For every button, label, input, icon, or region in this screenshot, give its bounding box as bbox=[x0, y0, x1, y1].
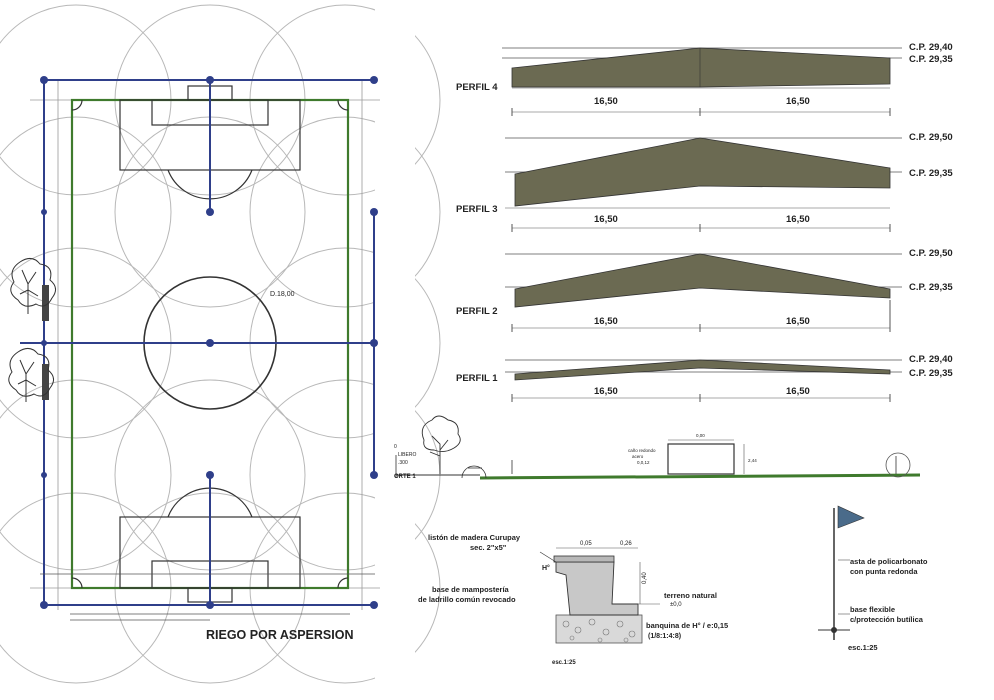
field-plan: D.18,00 RIEGO POR ASPERSION bbox=[0, 0, 441, 700]
base-flex-label-1: base flexible bbox=[850, 605, 895, 614]
flag-scale: esc.1:25 bbox=[848, 643, 878, 652]
base-label-2: de ladrillo común revocado bbox=[418, 595, 516, 604]
profile-name: PERFIL 4 bbox=[456, 82, 498, 93]
flag-icon bbox=[837, 505, 865, 529]
dim-right: 0,26 bbox=[620, 541, 632, 547]
terrain-level: ±0,0 bbox=[670, 602, 682, 608]
terrain-label: terreno natural bbox=[664, 591, 717, 600]
profile-right-dim: 16,50 bbox=[786, 96, 810, 107]
base-label-1: base de mampostería bbox=[432, 585, 510, 594]
level-label-2: .300 bbox=[398, 460, 408, 466]
bench-bottom bbox=[42, 364, 49, 400]
bench-top bbox=[42, 285, 49, 321]
note-dim: 0,0,12 bbox=[637, 460, 650, 465]
profile-side-label: C.P. 29,35 bbox=[909, 168, 953, 179]
banquina-label: banquina de H° / e:0,15 bbox=[646, 621, 728, 630]
profile-name: PERFIL 1 bbox=[456, 373, 498, 384]
profile-top-label: C.P. 29,50 bbox=[909, 132, 953, 143]
plan-title: RIEGO POR ASPERSION bbox=[206, 628, 353, 642]
mix-label: (1/8:1:4:8) bbox=[648, 633, 681, 640]
h-label: H° bbox=[542, 564, 550, 572]
profile-name: PERFIL 2 bbox=[456, 306, 498, 317]
sprinkler-heads bbox=[40, 76, 378, 609]
profile-2: PERFIL 2 C.P. 29,50 C.P. 29,35 16,50 16,… bbox=[456, 248, 953, 332]
goal-section bbox=[667, 443, 735, 475]
profile-top-label: C.P. 29,40 bbox=[909, 42, 953, 53]
profile-left-dim: 16,50 bbox=[594, 96, 618, 107]
profile-left-dim: 16,50 bbox=[594, 214, 618, 225]
profile-left-dim: 16,50 bbox=[594, 316, 618, 327]
profile-side-label: C.P. 29,35 bbox=[909, 368, 953, 379]
wood-strip-label: listón de madera Curupay bbox=[428, 533, 521, 542]
curb-detail: listón de madera Curupay sec. 2"x5" 0,05… bbox=[418, 533, 728, 666]
goal-width: 0,00 bbox=[696, 433, 705, 438]
height-dim: 0,40 bbox=[642, 572, 648, 584]
pole-label-2: con punta redonda bbox=[850, 567, 918, 576]
profile-4: PERFIL 4 C.P. 29,40 C.P. 29,35 16,50 16,… bbox=[456, 42, 953, 116]
note-1: caño redondo bbox=[628, 448, 656, 453]
profile-right-dim: 16,50 bbox=[786, 214, 810, 225]
circle-dimension-label: D.18,00 bbox=[270, 291, 295, 298]
svg-text:0: 0 bbox=[394, 444, 397, 450]
profile-1: PERFIL 1 C.P. 29,40 C.P. 29,35 16,50 16,… bbox=[456, 354, 953, 402]
level-label-1: LIBERO bbox=[398, 452, 416, 458]
profile-left-dim: 16,50 bbox=[594, 386, 618, 397]
pole-label-1: asta de policarbonato bbox=[850, 557, 928, 566]
profile-right-dim: 16,50 bbox=[786, 316, 810, 327]
tree-icon bbox=[421, 415, 461, 474]
curb-scale: esc.1:25 bbox=[552, 660, 576, 666]
dim-left: 0,05 bbox=[580, 541, 592, 547]
profile-name: PERFIL 3 bbox=[456, 204, 498, 215]
tree-icon bbox=[8, 348, 54, 402]
cross-section: 0 LIBERO .300 ORTE 1 caño redondo acero … bbox=[394, 415, 921, 480]
profiles: PERFIL 4 C.P. 29,40 C.P. 29,35 16,50 16,… bbox=[456, 42, 953, 402]
wood-strip-section: sec. 2"x5" bbox=[470, 543, 507, 552]
section-label: ORTE 1 bbox=[394, 474, 416, 480]
profile-top-label: C.P. 29,40 bbox=[909, 354, 953, 365]
profile-side-label: C.P. 29,35 bbox=[909, 282, 953, 293]
profile-top-label: C.P. 29,50 bbox=[909, 248, 953, 259]
profile-3: PERFIL 3 C.P. 29,50 C.P. 29,35 16,50 16,… bbox=[456, 132, 953, 232]
base-flex-label-2: c/protección butílica bbox=[850, 615, 924, 624]
profile-right-dim: 16,50 bbox=[786, 386, 810, 397]
profile-side-label: C.P. 29,35 bbox=[909, 54, 953, 65]
note-2: acero bbox=[632, 454, 644, 459]
goal-height: 2,44 bbox=[748, 458, 757, 463]
flag-detail: asta de policarbonato con punta redonda … bbox=[818, 505, 928, 652]
tree-icon bbox=[10, 258, 56, 314]
